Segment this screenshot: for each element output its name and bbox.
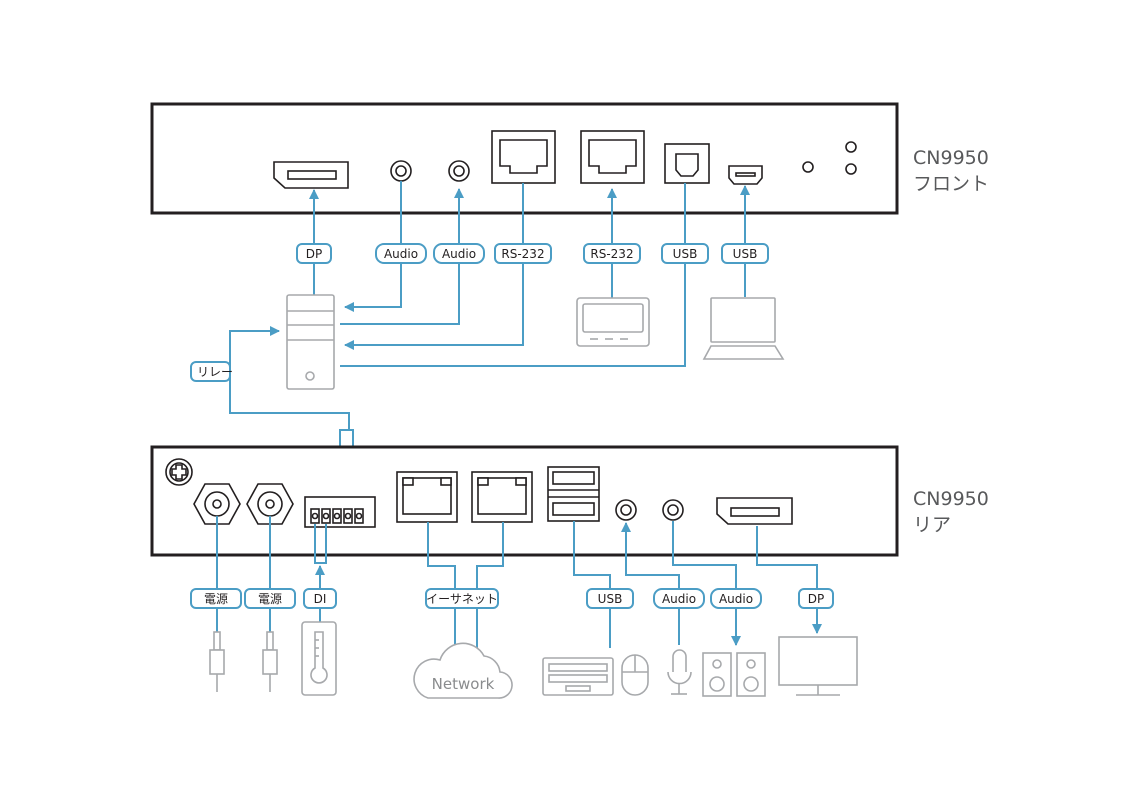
di-terminal-line — [314, 524, 327, 564]
audio-jack — [448, 160, 470, 182]
label-rs232: RS-232 — [583, 243, 641, 264]
power-connector — [246, 483, 294, 525]
label-usb: USB — [586, 588, 634, 609]
svg-text:RS-232: RS-232 — [590, 247, 633, 261]
audio-line — [344, 181, 402, 312]
front-panel — [150, 102, 899, 215]
audio-jack — [615, 499, 637, 521]
front-side: フロント — [913, 173, 989, 195]
rs232-line — [344, 183, 524, 350]
rj45-port — [471, 471, 533, 523]
label-relay: リレー — [190, 361, 233, 382]
speakers-icon — [702, 652, 766, 697]
rj45-port — [580, 130, 645, 184]
monitor-icon — [778, 636, 858, 696]
thermometer-icon — [301, 621, 337, 696]
usb-line — [573, 521, 611, 648]
svg-text:イーサネット: イーサネット — [426, 592, 498, 606]
svg-text:RS-232: RS-232 — [501, 247, 544, 261]
mouse-icon — [621, 654, 649, 696]
displayport-port — [716, 497, 793, 525]
keyboard-icon — [542, 657, 614, 696]
svg-text:Audio: Audio — [719, 592, 753, 606]
rear-panel — [150, 445, 899, 557]
svg-text:Audio: Audio — [384, 247, 418, 261]
micro-usb-port — [728, 165, 763, 185]
label-rs232: RS-232 — [494, 243, 552, 264]
svg-text:USB: USB — [733, 247, 758, 261]
svg-text:USB: USB — [673, 247, 698, 261]
usb-a-ports — [547, 466, 600, 522]
pc-tower-icon — [286, 294, 335, 390]
label-audio: Audio — [710, 588, 762, 609]
label-dp: DP — [798, 588, 834, 609]
svg-text:DP: DP — [808, 592, 824, 606]
label-ethernet: イーサネット — [425, 588, 499, 609]
audio-jack — [390, 160, 412, 182]
led-indicator — [802, 161, 814, 173]
label-audio: Audio — [375, 243, 427, 264]
serial-terminal-icon — [576, 297, 650, 347]
label-usb: USB — [661, 243, 709, 264]
svg-text:DP: DP — [306, 247, 322, 261]
power-plug-icon — [209, 631, 225, 692]
led-indicator — [845, 163, 857, 175]
rear-model: CN9950 — [913, 488, 989, 510]
power-connector — [193, 483, 241, 525]
label-usb: USB — [721, 243, 769, 264]
terminal-block — [304, 496, 376, 528]
svg-text:Audio: Audio — [662, 592, 696, 606]
rj45-port — [491, 130, 556, 184]
ground-screw-icon — [165, 458, 193, 486]
svg-text:電源: 電源 — [258, 592, 282, 606]
microphone-icon — [667, 649, 692, 695]
label-power: 電源 — [190, 588, 242, 609]
audio-line — [340, 188, 464, 325]
label-di: DI — [303, 588, 337, 609]
laptop-icon — [702, 297, 785, 360]
label-dp: DP — [296, 243, 332, 264]
svg-text:USB: USB — [598, 592, 623, 606]
usb-b-port — [664, 143, 710, 184]
network-cloud-icon: Network — [413, 642, 513, 699]
label-power: 電源 — [244, 588, 296, 609]
front-model: CN9950 — [913, 147, 989, 169]
svg-text:Audio: Audio — [442, 247, 476, 261]
led-indicator — [845, 141, 857, 153]
rear-side: リア — [913, 514, 951, 536]
svg-text:Network: Network — [432, 675, 495, 693]
label-audio: Audio — [653, 588, 705, 609]
relay-line — [229, 326, 350, 430]
svg-text:リレー: リレー — [197, 365, 233, 379]
label-audio: Audio — [433, 243, 485, 264]
svg-text:DI: DI — [314, 592, 327, 606]
power-plug-icon — [262, 631, 278, 692]
audio-jack — [662, 499, 684, 521]
rj45-port — [396, 471, 458, 523]
audio-line — [621, 522, 680, 645]
svg-text:電源: 電源 — [204, 592, 228, 606]
